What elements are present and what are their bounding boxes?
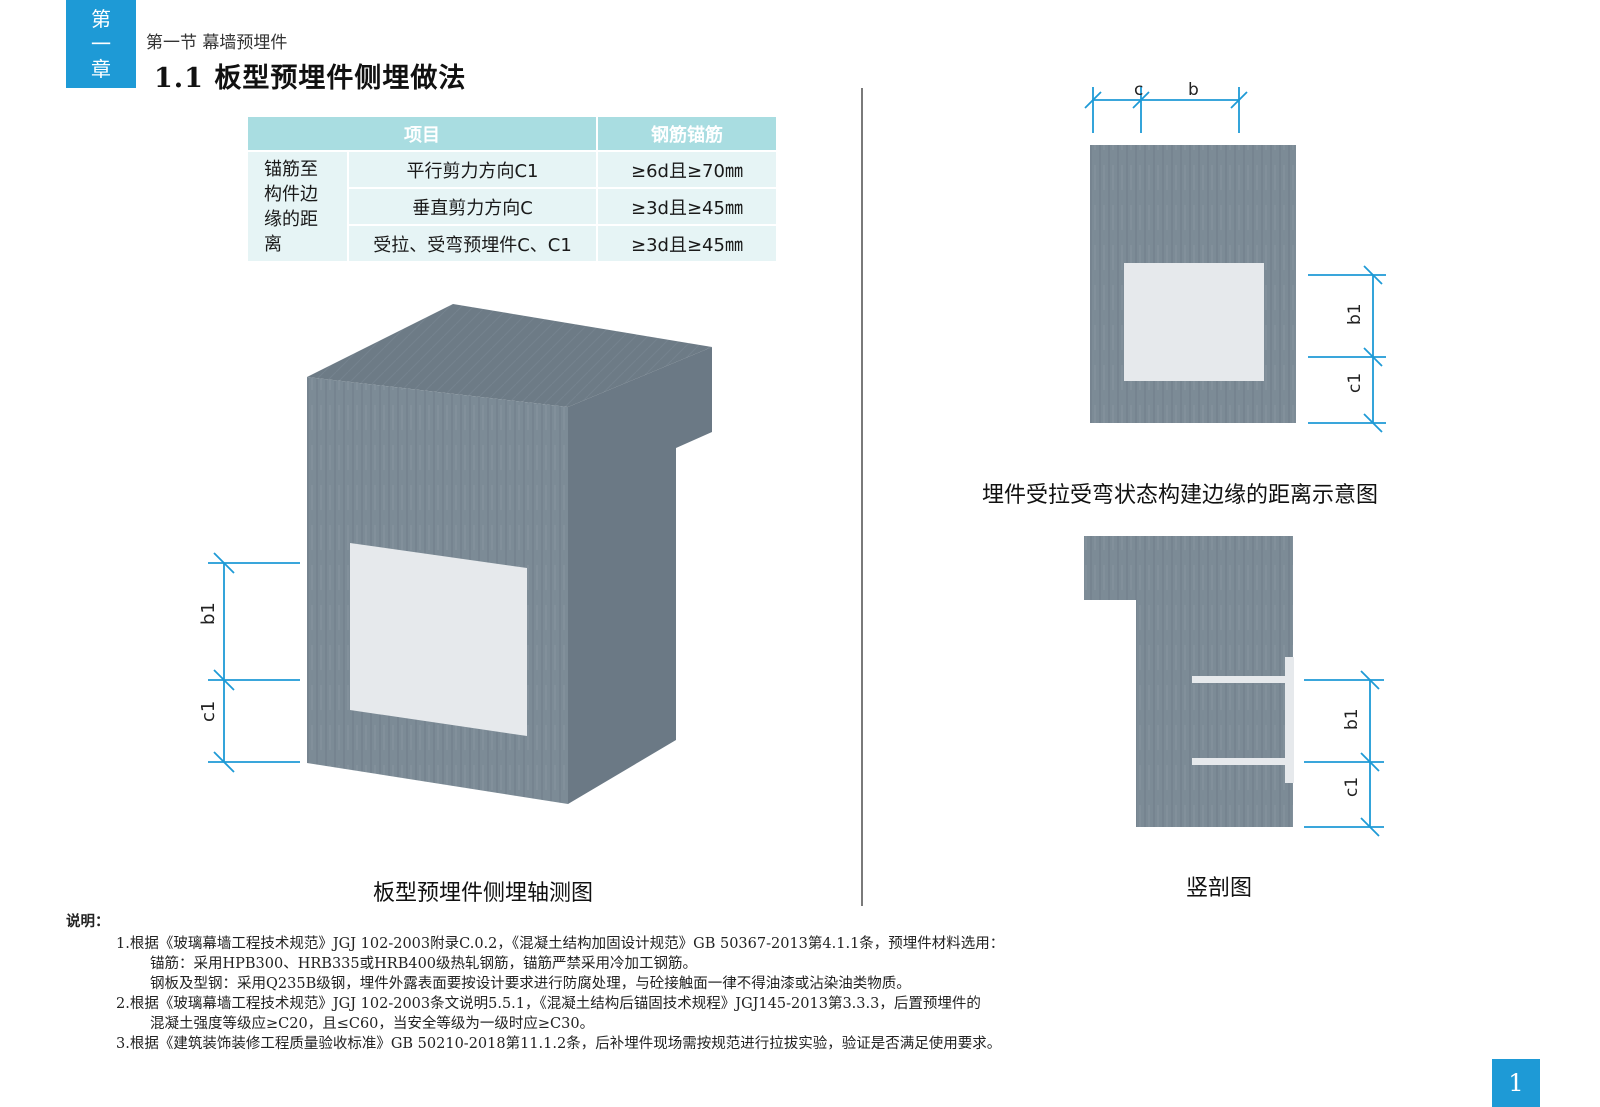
caption-elevation: 埋件受拉受弯状态构建边缘的距离示意图 (982, 483, 1379, 508)
block-top-face (307, 304, 712, 407)
chapter-tab-char: 第 (91, 6, 111, 31)
notes-title: 说明： (66, 913, 110, 930)
dim-label-b1: b1 (1345, 303, 1365, 325)
row-header-line: 锚筋至 (264, 158, 318, 180)
note-line: 1.根据《玻璃幕墙工程技术规范》JGJ 102-2003附录C.0.2，《混凝土… (116, 936, 1005, 952)
tick-mark (213, 751, 235, 773)
tick-mark (1360, 752, 1380, 772)
dim-label-c1: c1 (198, 701, 219, 722)
caption-section: 竖剖图 (1186, 876, 1253, 901)
table-cell-item: 垂直剪力方向C (349, 189, 596, 224)
caption-isometric: 板型预埋件侧埋轴测图 (373, 881, 594, 906)
dim-label-b1: b1 (1342, 708, 1362, 730)
chapter-tab-char: 一 (91, 31, 111, 56)
tick-mark (1084, 91, 1102, 109)
tick-mark (1360, 817, 1380, 837)
tick-mark (1363, 347, 1383, 367)
table-cell-value: ≥3d且≥45㎜ (598, 189, 776, 224)
center-divider (861, 88, 863, 906)
spec-table: 项目 钢筋锚筋 锚筋至 构件边 缘的距 离 平行剪力方向C1 ≥6d且≥70㎜ … (246, 115, 778, 263)
table-cell-item: 受拉、受弯预埋件C、C1 (349, 226, 596, 261)
section-concrete (1084, 536, 1293, 827)
table-row: 垂直剪力方向C ≥3d且≥45㎜ (248, 189, 776, 224)
elevation-dimension-right (1308, 265, 1386, 433)
tick-mark (1132, 91, 1150, 109)
isometric-block (307, 304, 712, 804)
table-row: 锚筋至 构件边 缘的距 离 平行剪力方向C1 ≥6d且≥70㎜ (248, 152, 776, 261)
dim-label-b1: b1 (198, 602, 219, 625)
table-cell-value: ≥6d且≥70㎜ (598, 152, 776, 187)
note-line: 2.根据《玻璃幕墙工程技术规范》JGJ 102-2003条文说明5.5.1，《混… (116, 996, 981, 1012)
tick-mark (213, 552, 235, 574)
notes: 说明： 1.根据《玻璃幕墙工程技术规范》JGJ 102-2003附录C.0.2，… (66, 912, 1466, 1054)
note-line: 钢板及型钢：采用Q235B级钢，埋件外露表面要按设计要求进行防腐处理，与砼接触面… (150, 976, 911, 992)
dim-label-b: b (1188, 80, 1199, 100)
note-line: 3.根据《建筑装饰装修工程质量验收标准》GB 50210-2018第11.1.2… (116, 1036, 1002, 1052)
section-embed-plate (1285, 657, 1294, 783)
elevation-dimension-top (1084, 87, 1248, 133)
tick-mark (1363, 265, 1383, 285)
dim-label-c1: c1 (1345, 373, 1365, 393)
elevation-plate (1124, 263, 1264, 381)
dim-label-c: c (1134, 80, 1143, 100)
table-cell-value: ≥3d且≥45㎜ (598, 226, 776, 261)
row-header-line: 构件边 (264, 183, 318, 205)
tick-mark (1363, 413, 1383, 433)
chapter-tab: 第 一 章 (66, 0, 136, 88)
embed-plate-front (350, 543, 527, 736)
tick-mark (213, 669, 235, 691)
tick-mark (1360, 670, 1380, 690)
section-anchor-bar (1192, 676, 1290, 683)
section-view (1084, 536, 1294, 827)
section-label: 第一节 幕墙预埋件 (146, 33, 288, 53)
row-header-line: 缘的距 (264, 208, 318, 230)
section-dimension (1304, 670, 1384, 837)
section-anchor-bar (1192, 758, 1290, 765)
page-title: 1.1 板型预埋件侧埋做法 (154, 63, 467, 94)
table-cell-item: 平行剪力方向C1 (349, 152, 596, 187)
chapter-tab-char: 章 (91, 56, 111, 81)
table-row-header: 锚筋至 构件边 缘的距 离 (248, 152, 347, 261)
page-number: 1 (1492, 1059, 1540, 1107)
note-line: 锚筋：采用HPB300、HRB335或HRB400级热轧钢筋，锚筋严禁采用冷加工… (150, 956, 698, 972)
table-row: 受拉、受弯预埋件C、C1 ≥3d且≥45㎜ (248, 226, 776, 261)
row-header-line: 离 (264, 233, 282, 255)
iso-dimension (208, 552, 300, 773)
table-header-item: 项目 (248, 117, 596, 150)
table-header-row: 项目 钢筋锚筋 (248, 117, 776, 150)
block-right-face (568, 347, 712, 804)
tick-mark (1230, 91, 1248, 109)
note-line: 混凝土强度等级应≥C20，且≤C60，当安全等级为一级时应≥C30。 (150, 1016, 595, 1032)
elevation-view (1090, 145, 1296, 423)
table-header-value: 钢筋锚筋 (598, 117, 776, 150)
dim-label-c1: c1 (1342, 777, 1362, 797)
